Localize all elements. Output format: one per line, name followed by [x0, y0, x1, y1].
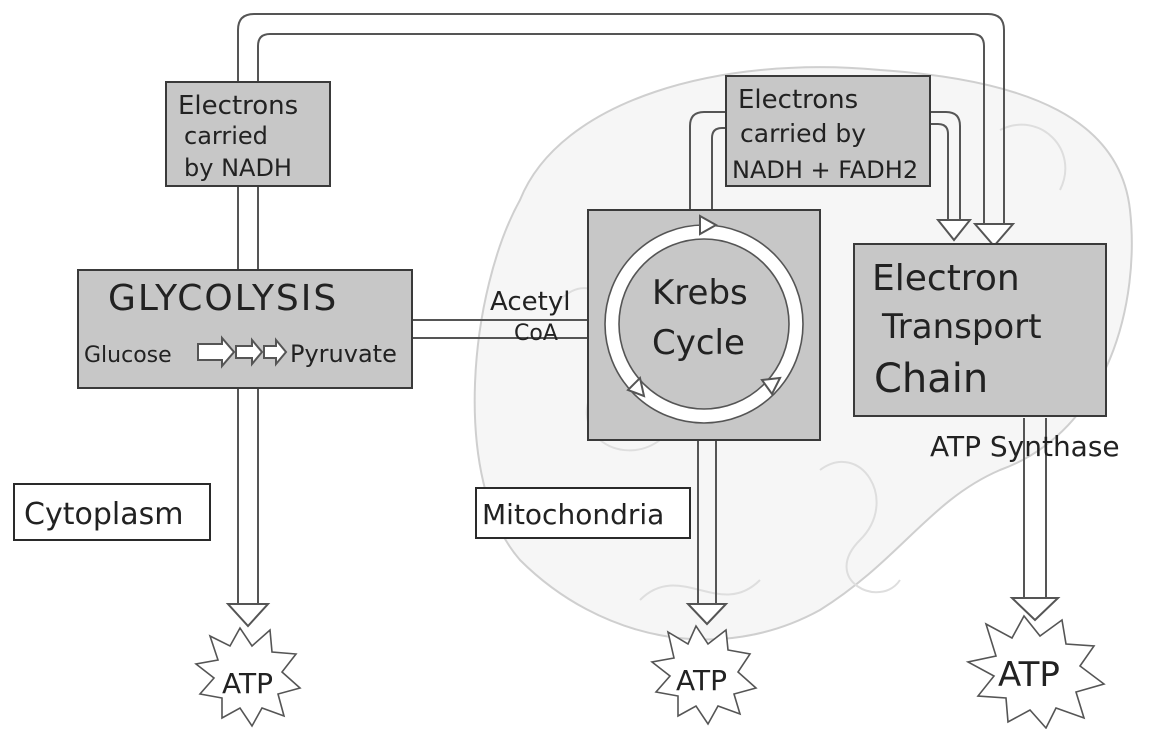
electron-transport-chain-box: Electron Transport Chain — [854, 244, 1106, 416]
atp-label-2: ATP — [676, 664, 727, 697]
pyruvate-label: Pyruvate — [290, 340, 397, 368]
atp-synthase-label: ATP Synthase — [930, 430, 1120, 463]
electrons-nadh-fadh2-box: Electrons carried by NADH + FADH2 — [726, 76, 930, 186]
electrons-nadh-line-2: carried — [184, 122, 268, 150]
etc-line-2: Transport — [881, 307, 1042, 347]
atp-label-3: ATP — [998, 655, 1060, 695]
mitochondria-label: Mitochondria — [482, 498, 664, 531]
glycolysis-box: GLYCOLYSIS Glucose Pyruvate — [78, 270, 412, 388]
mitochondria-label-box: Mitochondria — [476, 488, 690, 538]
glycolysis-title: GLYCOLYSIS — [108, 278, 338, 319]
electrons-nadh-line-1: Electrons — [178, 91, 298, 121]
electrons-fadh2-line-1: Electrons — [738, 85, 858, 115]
atp-burst-krebs: ATP — [652, 626, 756, 724]
atp-label-1: ATP — [222, 667, 273, 700]
cytoplasm-label-box: Cytoplasm — [14, 484, 210, 540]
electrons-nadh-box: Electrons carried by NADH — [166, 82, 330, 186]
glycolysis-down-arrow — [228, 186, 268, 626]
cytoplasm-label: Cytoplasm — [24, 497, 183, 532]
etc-line-3: Chain — [874, 356, 988, 402]
electrons-nadh-line-3: by NADH — [184, 154, 292, 182]
glucose-label: Glucose — [84, 343, 172, 368]
atp-burst-glycolysis: ATP — [196, 628, 300, 726]
atp-burst-etc: ATP — [968, 616, 1104, 728]
krebs-line-2: Cycle — [652, 323, 745, 363]
acetyl-line-1: Acetyl — [490, 287, 570, 317]
krebs-line-1: Krebs — [652, 273, 748, 313]
electrons-fadh2-line-2: carried by — [740, 119, 866, 148]
electrons-fadh2-line-3: NADH + FADH2 — [732, 156, 918, 184]
krebs-cycle-box: Krebs Cycle — [588, 210, 820, 440]
acetyl-line-2: CoA — [514, 321, 558, 346]
etc-line-1: Electron — [872, 258, 1020, 299]
